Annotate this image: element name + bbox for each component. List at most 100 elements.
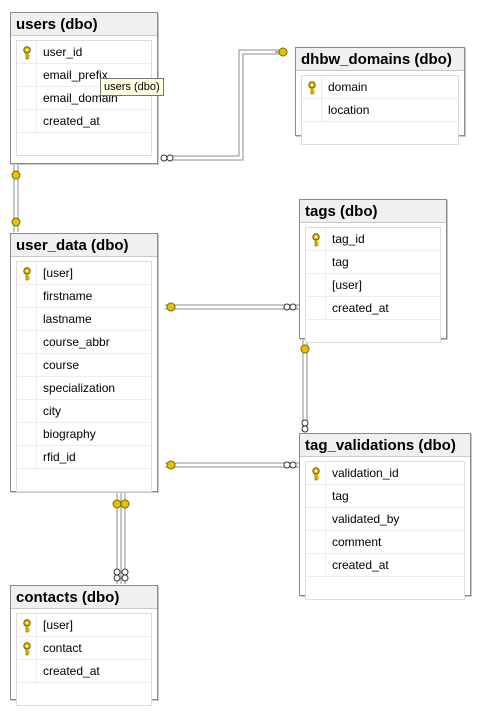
column-row[interactable]: created_at [306, 297, 440, 320]
table-user_data[interactable]: user_data (dbo) [user] firstname lastname co… [10, 233, 158, 492]
column-row[interactable]: specialization [17, 377, 151, 400]
column-row[interactable]: created_at [17, 660, 151, 683]
column-row[interactable]: biography [17, 423, 151, 446]
new-column-row[interactable] [306, 320, 440, 342]
column-row[interactable]: [user] [306, 274, 440, 297]
new-column-row[interactable] [17, 469, 151, 491]
row-selector[interactable] [17, 637, 37, 659]
column-row[interactable]: firstname [17, 285, 151, 308]
column-name: email_prefix [43, 68, 108, 82]
column-name: location [328, 103, 370, 117]
primary-key-icon [21, 45, 33, 60]
many-endpoint [113, 154, 309, 582]
row-selector[interactable] [306, 462, 326, 484]
new-column-row[interactable] [306, 577, 464, 599]
row-selector[interactable] [17, 64, 37, 86]
column-row[interactable]: created_at [17, 110, 151, 133]
new-column-row[interactable] [302, 122, 458, 144]
column-name: course_abbr [43, 335, 110, 349]
column-name: [user] [43, 618, 74, 632]
column-row[interactable]: email_prefix [17, 64, 151, 87]
row-selector[interactable] [302, 76, 322, 98]
column-row[interactable]: created_at [306, 554, 464, 577]
column-row[interactable]: lastname [17, 308, 151, 331]
table-contacts[interactable]: contacts (dbo) [user] contact created_at [10, 585, 158, 706]
row-selector[interactable] [306, 531, 326, 553]
column-name: [user] [43, 266, 74, 280]
column-row[interactable]: contact [17, 637, 151, 660]
column-row[interactable]: email_domain [17, 87, 151, 110]
row-selector[interactable] [17, 262, 37, 284]
column-name: created_at [332, 558, 389, 572]
primary-key-icon [21, 641, 33, 656]
primary-key-icon [310, 466, 322, 481]
row-selector[interactable] [17, 377, 37, 399]
column-name: rfid_id [43, 450, 76, 464]
row-selector[interactable] [17, 400, 37, 422]
new-column-row[interactable] [17, 683, 151, 705]
column-name: user_id [43, 45, 83, 59]
row-selector[interactable] [306, 485, 326, 507]
column-row[interactable]: [user] [17, 262, 151, 285]
new-column-row[interactable] [17, 133, 151, 155]
column-row[interactable]: tag [306, 485, 464, 508]
row-selector[interactable] [306, 297, 326, 319]
row-selector[interactable] [306, 274, 326, 296]
row-selector[interactable] [306, 251, 326, 273]
column-row[interactable]: comment [306, 531, 464, 554]
row-selector[interactable] [302, 99, 322, 121]
column-row[interactable]: course [17, 354, 151, 377]
column-row[interactable]: validation_id [306, 462, 464, 485]
relationship-users-dhbw_domains [172, 49, 287, 157]
row-selector[interactable] [17, 87, 37, 109]
row-selector[interactable] [17, 354, 37, 376]
table-title: contacts (dbo) [11, 586, 157, 609]
column-name: specialization [43, 381, 116, 395]
column-row[interactable]: domain [302, 76, 458, 99]
column-name: contact [43, 641, 82, 655]
row-selector[interactable] [17, 331, 37, 353]
row-selector[interactable] [306, 508, 326, 530]
row-selector[interactable] [17, 660, 37, 682]
row-selector[interactable] [17, 41, 37, 63]
table-title: dhbw_domains (dbo) [296, 48, 464, 71]
column-row[interactable]: validated_by [306, 508, 464, 531]
row-selector[interactable] [17, 614, 37, 636]
column-row[interactable]: course_abbr [17, 331, 151, 354]
row-selector[interactable] [17, 285, 37, 307]
column-name: tag [332, 255, 349, 269]
column-name: validated_by [332, 512, 400, 526]
column-row[interactable]: city [17, 400, 151, 423]
column-name: [user] [332, 278, 363, 292]
table-dhbw_domains[interactable]: dhbw_domains (dbo) domain location [295, 47, 465, 145]
column-name: city [43, 404, 61, 418]
row-selector[interactable] [17, 308, 37, 330]
column-row[interactable]: rfid_id [17, 446, 151, 469]
row-selector[interactable] [17, 423, 37, 445]
row-selector[interactable] [306, 554, 326, 576]
column-name: biography [43, 427, 96, 441]
column-name: tag [332, 489, 349, 503]
column-name: email_domain [43, 91, 118, 105]
column-name: created_at [43, 114, 100, 128]
table-title: tag_validations (dbo) [300, 434, 470, 457]
column-name: course [43, 358, 80, 372]
primary-key-icon [310, 232, 322, 247]
row-selector[interactable] [17, 110, 37, 132]
column-row[interactable]: user_id [17, 41, 151, 64]
column-row[interactable]: [user] [17, 614, 151, 637]
column-name: firstname [43, 289, 93, 303]
table-title: tags (dbo) [300, 200, 446, 223]
row-selector[interactable] [17, 446, 37, 468]
column-row[interactable]: tag_id [306, 228, 440, 251]
row-selector[interactable] [306, 228, 326, 250]
table-title: user_data (dbo) [11, 234, 157, 257]
column-row[interactable]: location [302, 99, 458, 122]
column-row[interactable]: tag [306, 251, 440, 274]
